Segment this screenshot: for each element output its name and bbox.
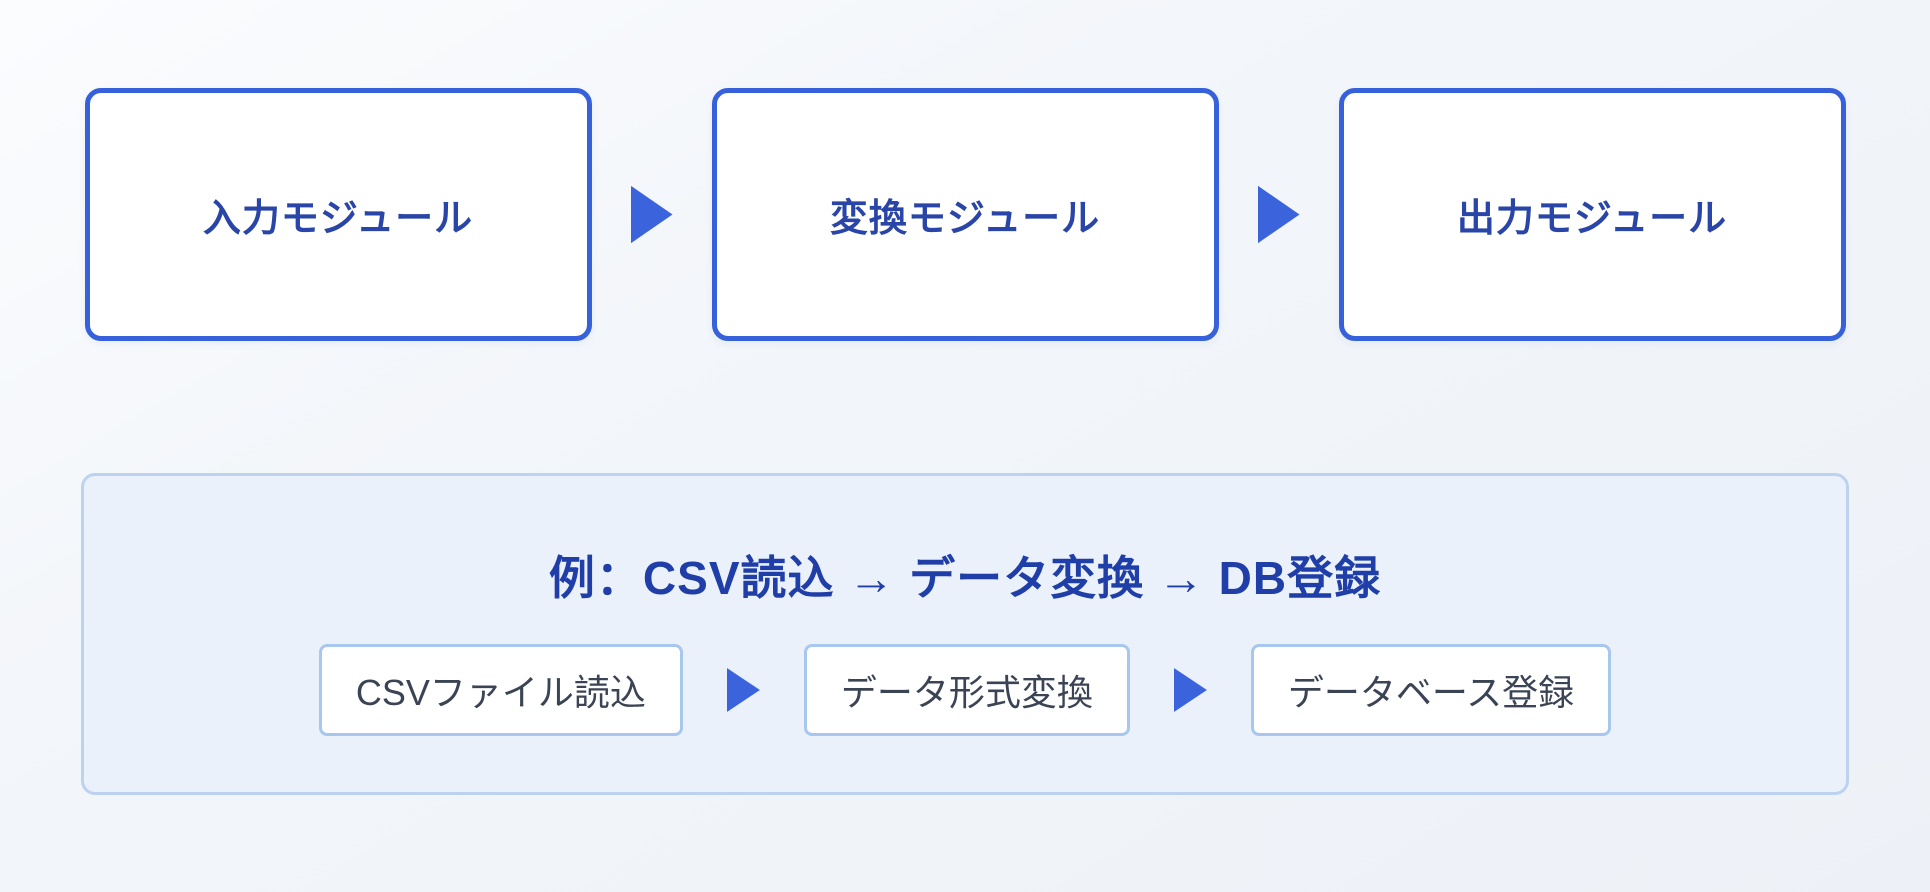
example-steps-row: CSVファイル読込 データ形式変換 データベース登録 <box>84 644 1846 736</box>
modules-row: 入力モジュール 変換モジュール 出力モジュール <box>0 0 1930 341</box>
step-box-csv-read: CSVファイル読込 <box>318 644 683 736</box>
step-label-db-register: データベース登録 <box>1287 672 1575 713</box>
flow-arrow-right-icon <box>726 668 760 712</box>
step-box-data-convert: データ形式変換 <box>803 644 1130 736</box>
example-panel: 例：CSV読込 → データ変換 → DB登録 CSVファイル読込 データ形式変換… <box>81 473 1849 795</box>
example-title: 例：CSV読込 → データ変換 → DB登録 <box>548 552 1382 604</box>
module-box-input: 入力モジュール <box>84 88 592 341</box>
module-label-input: 入力モジュール <box>202 198 474 240</box>
step-box-db-register: データベース登録 <box>1250 644 1612 736</box>
step-label-data-convert: データ形式変換 <box>840 672 1093 713</box>
flow-arrow-right-icon <box>1257 185 1300 244</box>
flow-arrow-right-icon <box>630 185 673 244</box>
step-label-csv-read: CSVファイル読込 <box>355 672 646 713</box>
flow-arrow-right-icon <box>1173 668 1207 712</box>
module-box-transform: 変換モジュール <box>711 88 1219 341</box>
module-box-output: 出力モジュール <box>1338 88 1846 341</box>
module-label-output: 出力モジュール <box>1456 198 1728 240</box>
module-label-transform: 変換モジュール <box>829 198 1101 240</box>
